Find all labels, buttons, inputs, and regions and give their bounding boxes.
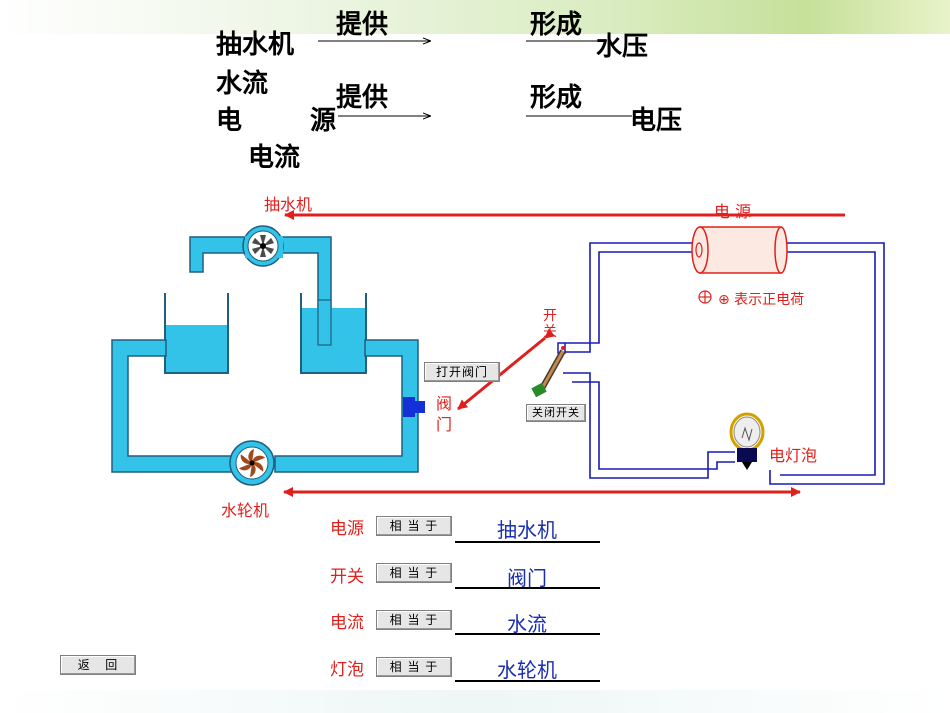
mapping-term: 灯泡 xyxy=(330,660,364,680)
valve-label-1: 阀 xyxy=(436,394,453,413)
equivalent-button[interactable]: 相 当 于 xyxy=(376,610,452,630)
current-text: 电流 xyxy=(248,143,301,173)
positive-charge-legend-text: ⊕ 表示正电荷 xyxy=(718,292,805,308)
answer-underline xyxy=(455,587,600,589)
open-valve-button[interactable]: 打开阀门 xyxy=(424,362,500,382)
valve-label-2: 门 xyxy=(436,415,453,434)
positive-charge-legend: ⊕ 表示正电荷 xyxy=(718,289,804,309)
back-button[interactable]: 返 回 xyxy=(60,655,136,675)
switch-icon xyxy=(531,342,566,398)
arrow-switch-to-valve xyxy=(457,328,556,411)
close-switch-button[interactable]: 关闭开关 xyxy=(526,404,586,422)
answer-underline xyxy=(455,541,600,543)
switch-label-1: 开 xyxy=(543,308,557,324)
mapping-answer: 水轮机 xyxy=(497,658,557,682)
turbine-label: 水轮机 xyxy=(221,501,270,520)
top-banner xyxy=(0,0,950,34)
bottom-band xyxy=(0,690,950,713)
pump-text: 抽水机 xyxy=(216,30,295,60)
mapping-term: 电源 xyxy=(330,519,364,539)
provide-text-2: 提供 xyxy=(336,83,389,113)
provide-text-1: 提供 xyxy=(336,10,389,40)
power-text-yuan: 源 xyxy=(310,106,337,136)
positive-charge-icon xyxy=(698,290,712,304)
power-label: 电 源 xyxy=(714,202,752,221)
mapping-term: 开关 xyxy=(330,567,364,587)
bulb-icon xyxy=(729,412,765,470)
equivalent-button[interactable]: 相 当 于 xyxy=(376,657,452,677)
water-pressure-text: 水压 xyxy=(596,32,649,62)
water-pipes xyxy=(111,236,419,473)
equivalent-button[interactable]: 相 当 于 xyxy=(376,563,452,583)
form-text-1: 形成 xyxy=(530,10,583,40)
bulb-label: 电灯泡 xyxy=(769,446,818,465)
pump-icon xyxy=(242,225,284,267)
water-flow-text: 水流 xyxy=(216,69,269,99)
answer-underline xyxy=(455,680,600,682)
switch-label-2: 关 xyxy=(543,324,557,340)
power-text-dian: 电 xyxy=(216,106,243,136)
turbine-icon xyxy=(229,440,275,486)
mapping-term: 电流 xyxy=(330,613,364,633)
mapping-answer: 阀门 xyxy=(507,566,547,590)
equivalent-button[interactable]: 相 当 于 xyxy=(376,516,452,536)
answer-underline xyxy=(455,633,600,635)
valve-icon xyxy=(403,397,415,417)
pump-label: 抽水机 xyxy=(264,195,313,214)
mapping-answer: 抽水机 xyxy=(497,518,557,542)
battery-icon xyxy=(691,226,788,274)
mapping-answer: 水流 xyxy=(507,612,547,636)
circuit-wires xyxy=(563,242,885,485)
voltage-text: 电压 xyxy=(630,106,683,136)
form-text-2: 形成 xyxy=(530,83,583,113)
